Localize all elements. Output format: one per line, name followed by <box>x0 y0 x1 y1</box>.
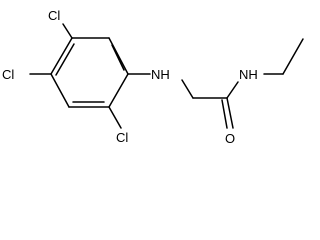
atom-nh-aryl: NH <box>151 67 170 82</box>
atom-nh-amide: NH <box>239 67 258 82</box>
atom-cl-top: Cl <box>48 8 60 23</box>
ring-double-bond-1 <box>111 44 125 71</box>
bond-carbonyl-n-amide <box>226 81 239 99</box>
bond-c4-cl-bottom <box>108 106 122 129</box>
benzene-ring <box>50 37 129 108</box>
atom-o-carbonyl: O <box>225 131 235 146</box>
molecule-diagram: Cl Cl Cl NH NH O <box>2 8 304 146</box>
ring-bond-c6-c1 <box>50 37 73 75</box>
bond-n-ch2 <box>181 79 194 99</box>
bond-ch2-ch3 <box>282 38 304 75</box>
bond-carbonyl-o-1 <box>226 97 234 129</box>
ring-bond-c5-c6 <box>50 73 70 108</box>
bond-c1-cl-top <box>62 23 73 39</box>
ring-bond-c3-c4 <box>108 73 129 108</box>
bond-carbonyl-o-2 <box>221 99 228 129</box>
atom-cl-left: Cl <box>2 67 14 82</box>
ring-bond-c2-c3 <box>108 37 129 75</box>
ring-double-bond-3 <box>55 43 75 76</box>
atom-cl-bottom: Cl <box>116 130 128 145</box>
